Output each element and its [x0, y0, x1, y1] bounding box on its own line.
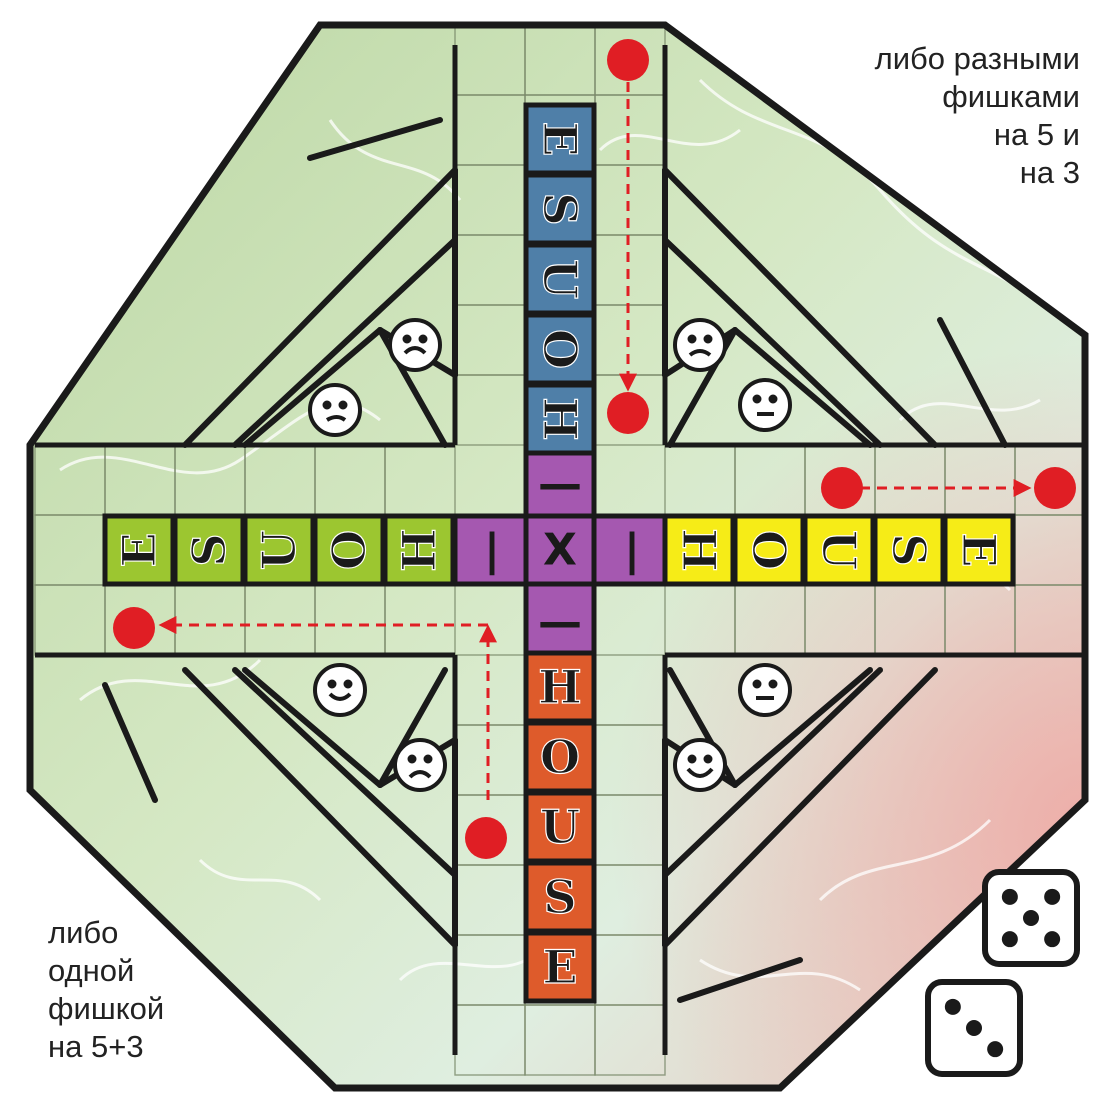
- svg-text:O: O: [533, 329, 587, 369]
- smiley-icon: [673, 738, 727, 792]
- svg-text:H: H: [533, 397, 587, 440]
- bottom-arm-letter: H: [523, 650, 597, 724]
- smiley-icon: [393, 738, 447, 792]
- svg-text:S: S: [882, 533, 936, 566]
- left-arm-letter: H: [382, 513, 456, 587]
- svg-text:S: S: [182, 533, 236, 566]
- right-arm-letter: O: [732, 513, 806, 587]
- red-token: [465, 817, 507, 859]
- svg-text:H: H: [672, 528, 726, 571]
- center-bar-top: —: [538, 459, 582, 510]
- die-pip: [1001, 888, 1018, 905]
- center-bar-right: |: [624, 525, 640, 576]
- right-arm-letter: U: [802, 513, 876, 587]
- dice-group: [925, 869, 1080, 1077]
- center-bar-bottom: —: [538, 597, 582, 648]
- caption-line: фишками: [942, 79, 1080, 114]
- game-tokens: [113, 39, 1076, 859]
- right-arm-letter: H: [662, 513, 736, 587]
- bottom-arm-letter: E: [523, 930, 597, 1004]
- svg-text:U: U: [540, 800, 580, 854]
- caption-line: либо разными: [874, 41, 1080, 76]
- smiley-icon: [308, 383, 362, 437]
- svg-text:U: U: [812, 530, 866, 570]
- svg-text:E: E: [533, 121, 587, 156]
- left-arm-letter: O: [312, 513, 386, 587]
- smiley-faces: [308, 318, 792, 792]
- octagon-outline: [26, 21, 1089, 1092]
- svg-text:H: H: [538, 660, 581, 714]
- left-arm-letter: S: [172, 513, 246, 587]
- caption-line: на 5+3: [48, 1029, 144, 1064]
- die-pip: [987, 1041, 1004, 1058]
- top-arm-letter: O: [523, 312, 597, 386]
- move-arrows: [158, 82, 1032, 800]
- smiley-icon: [738, 378, 792, 432]
- smiley-icon: [313, 663, 367, 717]
- center-x-symbol: X: [543, 525, 577, 576]
- smiley-icon: [673, 318, 727, 372]
- top-arm-letter: U: [523, 242, 597, 316]
- red-token-target: [113, 607, 155, 649]
- die-pip: [966, 1020, 982, 1036]
- caption-line: либо: [48, 915, 119, 950]
- die-pip: [1044, 931, 1061, 948]
- caption-line: фишкой: [48, 991, 165, 1026]
- die-five-icon: [982, 869, 1080, 967]
- svg-text:S: S: [543, 870, 576, 924]
- smiley-icon: [388, 318, 442, 372]
- smiley-icon: [738, 663, 792, 717]
- svg-text:E: E: [542, 940, 577, 994]
- left-arm-letter: U: [242, 513, 316, 587]
- svg-text:U: U: [252, 530, 306, 570]
- bottom-arm-letter: O: [523, 720, 597, 794]
- center-bar-left: |: [484, 525, 500, 576]
- svg-text:O: O: [322, 530, 376, 570]
- caption-line: на 5 и: [993, 117, 1080, 152]
- svg-text:U: U: [533, 259, 587, 299]
- caption-line: на 3: [1019, 155, 1080, 190]
- left-arm-letter: E: [102, 513, 176, 587]
- die-pip: [1023, 910, 1039, 926]
- svg-text:E: E: [112, 532, 166, 567]
- bottom-arm-letter: U: [523, 790, 597, 864]
- red-token-target: [1034, 467, 1076, 509]
- svg-text:S: S: [533, 192, 587, 225]
- caption-top-right: либо разными фишками на 5 и на 3: [875, 40, 1080, 192]
- red-token: [607, 39, 649, 81]
- center-cell: [523, 513, 597, 587]
- die-pip: [1001, 931, 1018, 948]
- top-arm-letter: S: [523, 172, 597, 246]
- die-three-icon: [925, 979, 1023, 1077]
- svg-text:O: O: [540, 730, 580, 784]
- red-token-target: [607, 392, 649, 434]
- caption-bottom-left: либо одной фишкой на 5+3: [48, 914, 164, 1066]
- die-pip: [944, 998, 961, 1015]
- svg-text:O: O: [742, 530, 796, 570]
- red-token: [821, 467, 863, 509]
- right-arm-letter: S: [872, 513, 946, 587]
- top-arm-letter: H: [523, 382, 597, 456]
- bottom-arm-letter: S: [523, 860, 597, 934]
- svg-text:H: H: [392, 528, 446, 571]
- top-arm-letter: E: [523, 102, 597, 176]
- svg-text:E: E: [952, 532, 1006, 567]
- die-pip: [1044, 888, 1061, 905]
- right-arm-letter: E: [942, 513, 1016, 587]
- caption-line: одной: [48, 953, 135, 988]
